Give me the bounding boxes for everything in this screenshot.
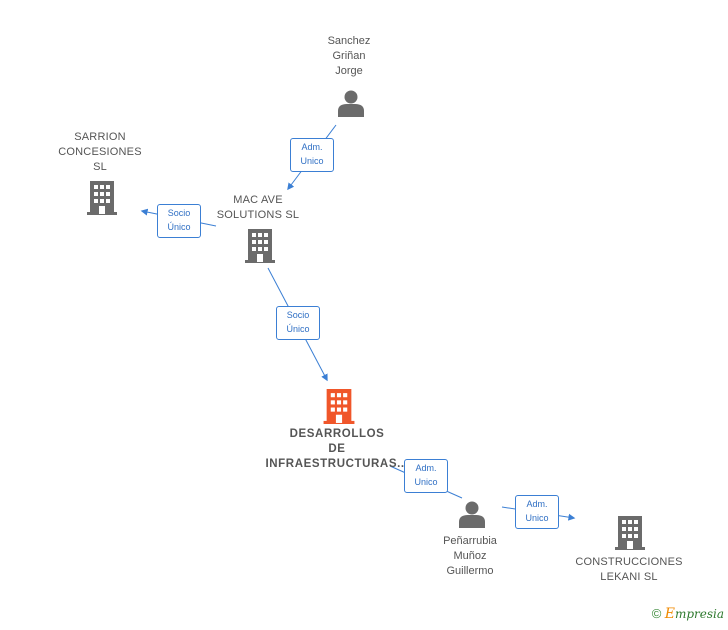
node-label-desarrollos[interactable]: DESARROLLOS DE INFRAESTRUCTURAS... [265,428,409,470]
node-label-penarrubia[interactable]: Peñarrubia Muñoz Guillermo [443,535,497,577]
building-icon[interactable] [87,181,117,215]
person-icon[interactable] [458,500,486,528]
edge-label-socio-unico: Socio Único [276,306,320,340]
brand-initial: E [664,606,675,622]
node-label-macave[interactable]: MAC AVE SOLUTIONS SL [216,194,300,221]
edge-label-socio-unico: Socio Único [157,204,201,238]
person-icon[interactable] [337,89,365,117]
building-icon[interactable] [323,389,355,424]
brand-name: mpresia [674,607,724,621]
edge-label-adm-unico: Adm. Unico [290,138,334,172]
edge-label-adm-unico: Adm. Unico [515,495,559,529]
building-icon[interactable] [245,229,275,263]
node-label-sanchez[interactable]: Sanchez Griñan Jorge [327,35,371,77]
building-icon[interactable] [615,516,645,550]
copyright-symbol: © [651,606,662,621]
node-label-sarrion[interactable]: SARRION CONCESIONES SL [58,131,142,173]
node-label-lekani[interactable]: CONSTRUCCIONES LEKANI SL [575,556,683,583]
empresia-logo: © Empresia [652,606,724,622]
edge-label-adm-unico: Adm. Unico [404,459,448,493]
